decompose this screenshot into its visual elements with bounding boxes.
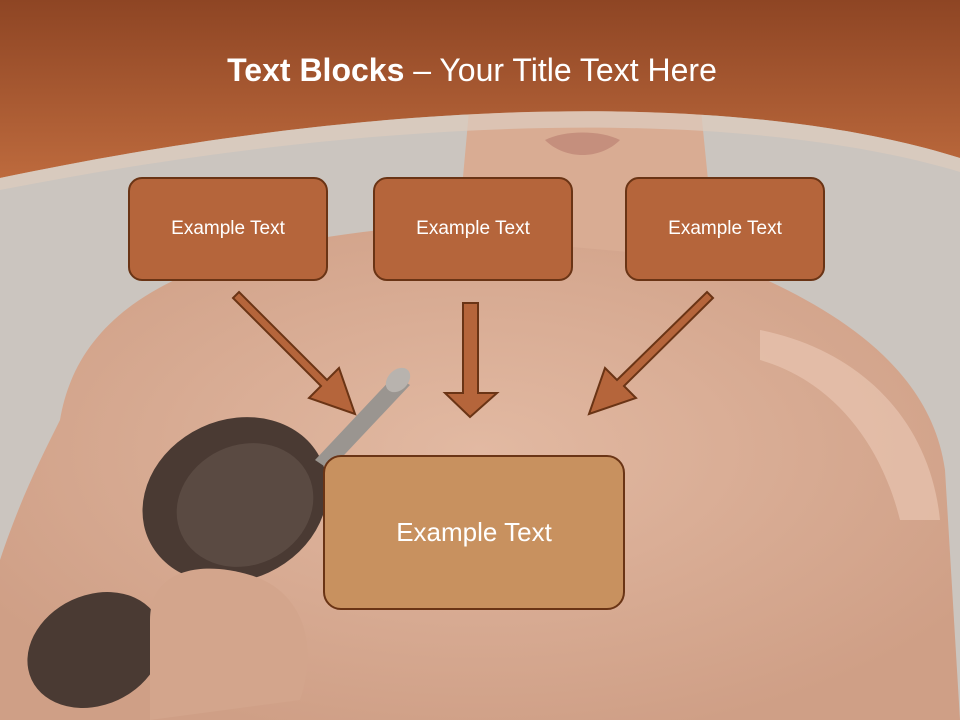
title-bold-part: Text Blocks bbox=[227, 52, 405, 88]
header-band bbox=[0, 0, 960, 190]
text-block-2[interactable]: Example Text bbox=[373, 177, 573, 281]
title-separator: – bbox=[404, 52, 440, 88]
slide-title: Text Blocks – Your Title Text Here bbox=[0, 52, 944, 89]
text-block-3[interactable]: Example Text bbox=[625, 177, 825, 281]
result-block-label: Example Text bbox=[396, 517, 552, 547]
title-regular-part: Your Title Text Here bbox=[439, 52, 717, 88]
result-block[interactable]: Example Text bbox=[323, 455, 625, 610]
text-block-3-label: Example Text bbox=[668, 218, 782, 239]
text-block-1[interactable]: Example Text bbox=[128, 177, 328, 281]
text-block-2-label: Example Text bbox=[416, 218, 530, 239]
text-block-1-label: Example Text bbox=[171, 218, 285, 239]
